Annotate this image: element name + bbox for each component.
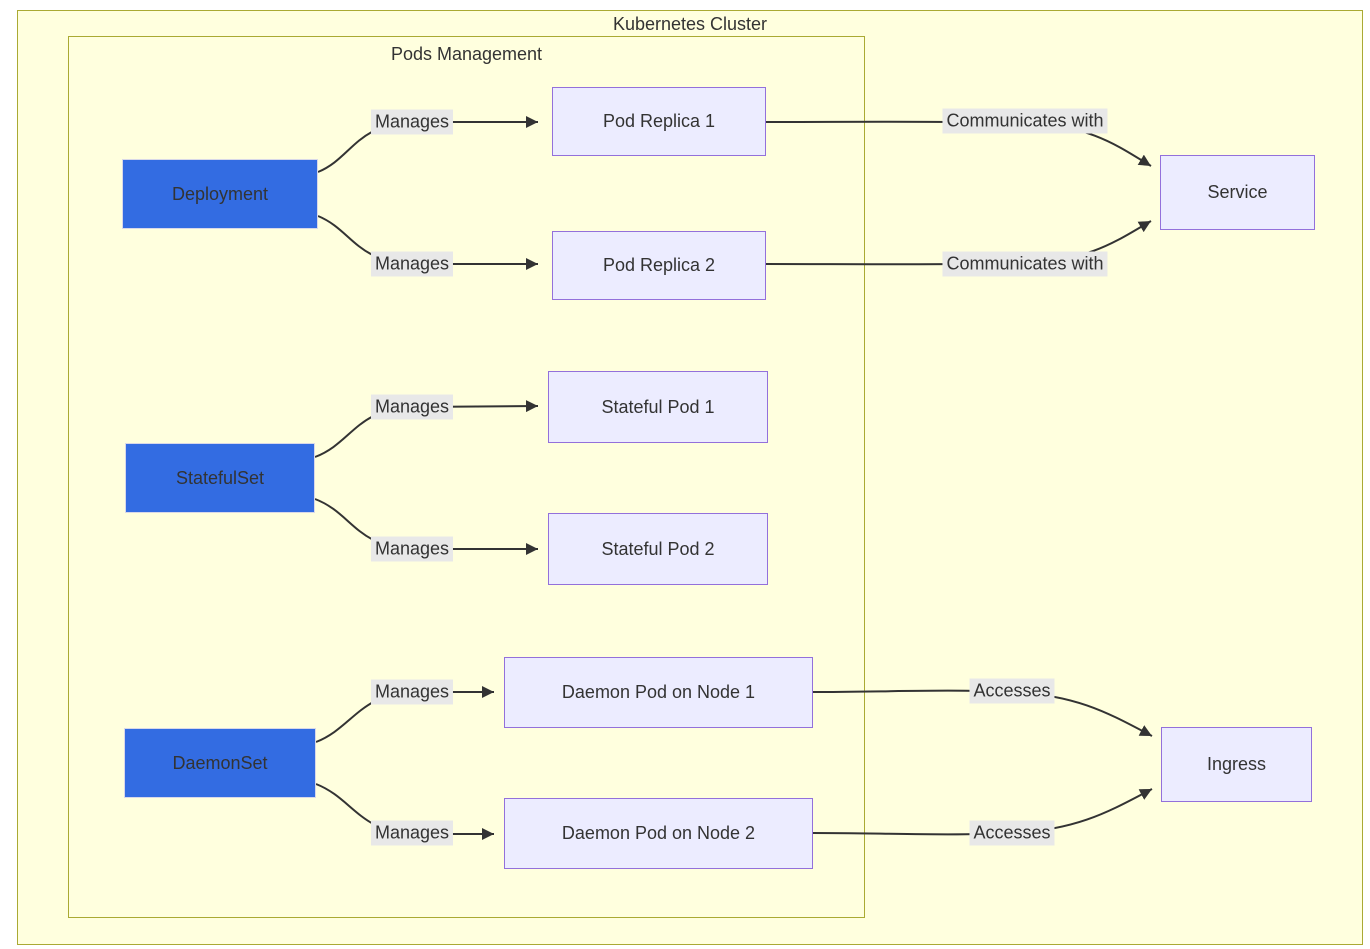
edge-label-manages-3: Manages <box>370 394 454 420</box>
node-deployment: Deployment <box>122 159 318 229</box>
node-ingress: Ingress <box>1161 727 1312 802</box>
edge-label-accesses-2: Accesses <box>969 820 1055 846</box>
cluster-title-pods-management: Pods Management <box>390 44 543 64</box>
node-daemonset: DaemonSet <box>124 728 316 798</box>
edge-label-manages-6: Manages <box>370 820 454 846</box>
node-daemon-pod-node-1: Daemon Pod on Node 1 <box>504 657 813 728</box>
cluster-title-kubernetes: Kubernetes Cluster <box>612 14 768 34</box>
edge-label-communicates-2: Communicates with <box>942 251 1108 277</box>
node-pod-replica-2: Pod Replica 2 <box>552 231 766 300</box>
node-stateful-pod-2: Stateful Pod 2 <box>548 513 768 585</box>
edge-label-accesses-1: Accesses <box>969 678 1055 704</box>
node-daemon-pod-node-2: Daemon Pod on Node 2 <box>504 798 813 869</box>
node-statefulset: StatefulSet <box>125 443 315 513</box>
edge-label-manages-1: Manages <box>370 109 454 135</box>
edge-label-manages-2: Manages <box>370 251 454 277</box>
node-stateful-pod-1: Stateful Pod 1 <box>548 371 768 443</box>
node-pod-replica-1: Pod Replica 1 <box>552 87 766 156</box>
node-service: Service <box>1160 155 1315 230</box>
edge-label-manages-4: Manages <box>370 536 454 562</box>
edge-label-manages-5: Manages <box>370 679 454 705</box>
pods-management-box <box>68 36 865 918</box>
edge-label-communicates-1: Communicates with <box>942 108 1108 134</box>
